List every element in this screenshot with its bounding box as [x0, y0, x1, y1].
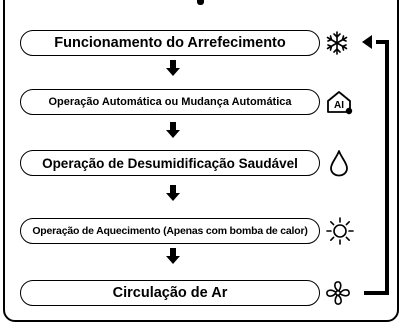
mode-heating-label: Operação de Aquecimento (Apenas com bomb…: [32, 225, 308, 237]
mode-air-circulation-label: Circulação de Ar: [112, 285, 228, 301]
mode-dehumidify: Operação de Desumidificação Saudável: [20, 150, 320, 176]
mode-heating: Operação de Aquecimento (Apenas com bomb…: [20, 218, 320, 244]
arrow-down-icon: [166, 60, 180, 76]
mode-dehumidify-label: Operação de Desumidificação Saudável: [42, 155, 298, 171]
mode-cooling: Funcionamento do Arrefecimento: [20, 30, 320, 56]
sun-icon: [325, 216, 355, 246]
arrow-down-icon: [166, 122, 180, 138]
mode-cooling-label: Funcionamento do Arrefecimento: [54, 35, 286, 51]
water-drop-icon: [327, 148, 351, 178]
mode-auto-label: Operação Automática ou Mudança Automátic…: [48, 96, 292, 108]
fan-icon: [324, 279, 352, 307]
mode-air-circulation: Circulação de Ar: [20, 280, 320, 306]
auto-mode-icon: AI: [324, 87, 354, 117]
auto-mode-icon-text: AI: [334, 100, 344, 111]
mode-auto: Operação Automática ou Mudança Automátic…: [20, 89, 320, 115]
frame-top-mark: [197, 0, 204, 5]
snowflake-icon: [323, 29, 351, 57]
cycle-return-arrow: [362, 35, 389, 295]
arrow-down-icon: [166, 248, 180, 264]
arrow-down-icon: [166, 185, 180, 201]
diagram-frame: [3, 0, 399, 322]
